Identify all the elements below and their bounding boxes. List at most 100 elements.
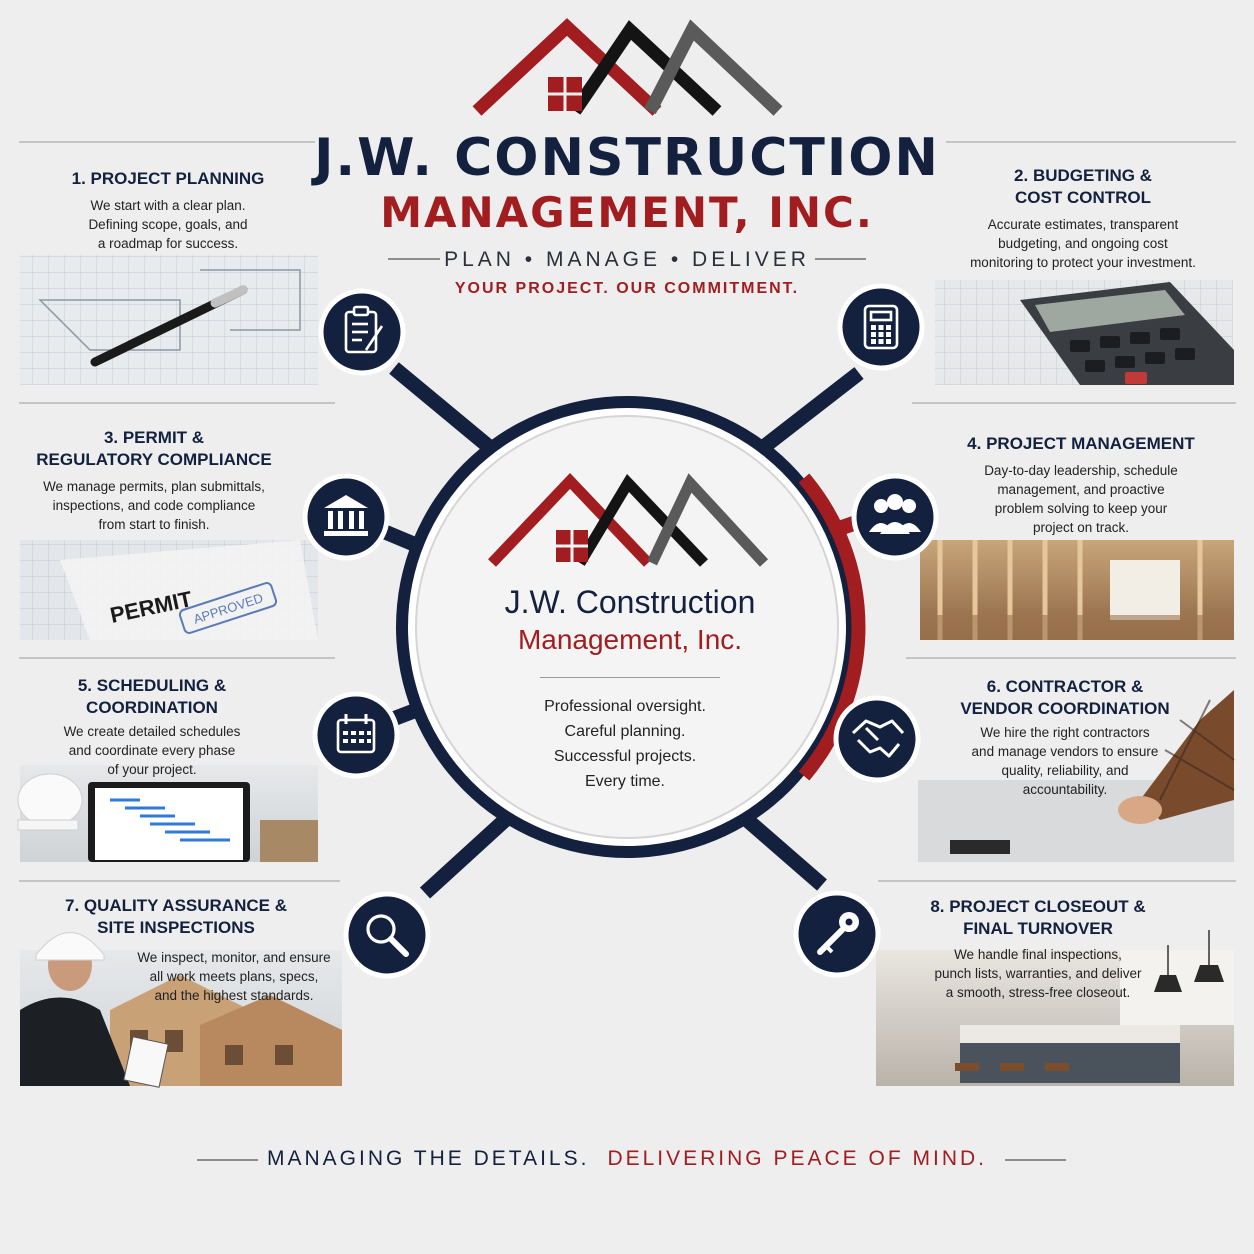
card-separators (19, 141, 1236, 882)
handshake-icon (851, 719, 905, 758)
step-description-line: all work meets plans, specs, (149, 969, 319, 984)
center-logo (488, 473, 769, 567)
step-description-line: We hire the right contractors (980, 725, 1150, 740)
footer-rules (197, 1159, 1066, 1161)
step-description-line: punch lists, warranties, and deliver (934, 966, 1142, 981)
step-description-line: and coordinate every phase (68, 743, 236, 758)
step-description-line: We manage permits, plan submittals, (43, 479, 265, 494)
step-description-line: management, and proactive (997, 482, 1165, 497)
step-card-project-management: 4. PROJECT MANAGEMENT Day-to-day leaders… (946, 433, 1216, 537)
center-description-line: Every time. (584, 773, 665, 790)
footer-slogan: MANAGING THE DETAILS. DELIVERING PEACE OF… (0, 1147, 1254, 1171)
step-description: Accurate estimates, transparent budgetin… (944, 215, 1222, 272)
step-description: Day-to-day leadership, schedule manageme… (946, 461, 1216, 537)
icon-badges (302, 283, 939, 979)
footer-slogan-part1: MANAGING THE DETAILS. (267, 1147, 590, 1170)
step-description-line: inspections, and code compliance (52, 498, 256, 513)
team-icon (869, 494, 921, 534)
step-description-line: accountability. (1022, 782, 1108, 797)
step-title-line: 3. PERMIT & (103, 428, 205, 447)
step-title-line: 1. PROJECT PLANNING (71, 169, 265, 188)
step-description-line: and the highest standards. (154, 988, 314, 1003)
image-framing (920, 540, 1234, 640)
brand-slogan: YOUR PROJECT. OUR COMMITMENT. (454, 280, 800, 297)
step-description: We start with a clear plan. Defining sco… (22, 196, 314, 253)
step-title-line: SITE INSPECTIONS (97, 918, 255, 937)
step-description-line: of your project. (107, 762, 197, 777)
step-title-line: REGULATORY COMPLIANCE (36, 450, 272, 469)
image-inspector (20, 932, 342, 1088)
center-description: Professional oversight. Careful planning… (470, 694, 780, 794)
step-description-line: project on track. (1032, 520, 1130, 535)
step-title-line: COST CONTROL (1015, 188, 1151, 207)
brand-tagline: PLAN • MANAGE • DELIVER (444, 248, 810, 271)
step-title-line: 6. CONTRACTOR & (986, 677, 1144, 696)
clipboard-icon (344, 305, 384, 354)
top-logo (472, 18, 783, 116)
step-description-line: We start with a clear plan. (90, 198, 246, 213)
step-description-line: monitoring to protect your investment. (970, 255, 1196, 270)
step-description-line: and manage vendors to ensure (971, 744, 1159, 759)
step-description-line: problem solving to keep your (994, 501, 1168, 516)
footer-slogan-part2: DELIVERING PEACE OF MIND. (607, 1147, 987, 1170)
image-handshake (918, 690, 1235, 862)
step-description: We manage permits, plan submittals, insp… (18, 477, 290, 534)
step-description-line: We create detailed schedules (63, 724, 241, 739)
step-description-line: a roadmap for success. (97, 236, 239, 251)
step-card-contractor-coordination: 6. CONTRACTOR & VENDOR COORDINATION We h… (930, 676, 1200, 799)
center-description-line: Professional oversight. (544, 698, 706, 715)
center-divider (540, 677, 720, 678)
step-description-line: quality, reliability, and (1001, 763, 1129, 778)
center-description-line: Careful planning. (564, 723, 686, 740)
step-card-permit: 3. PERMIT & REGULATORY COMPLIANCE We man… (18, 427, 290, 534)
step-description-line: a smooth, stress-free closeout. (945, 985, 1131, 1000)
step-description-line: We handle final inspections, (954, 947, 1122, 962)
step-card-project-planning: 1. PROJECT PLANNING We start with a clea… (22, 168, 314, 253)
step-title: 3. PERMIT & REGULATORY COMPLIANCE (18, 427, 290, 471)
step-description-line: from start to finish. (98, 517, 210, 532)
step-title: 4. PROJECT MANAGEMENT (946, 433, 1216, 455)
step-title: 5. SCHEDULING & COORDINATION (22, 675, 282, 719)
step-description-line: budgeting, and ongoing cost (998, 236, 1168, 251)
image-kitchen (876, 930, 1234, 1086)
step-title-line: 2. BUDGETING & (1014, 166, 1152, 185)
image-calculator (935, 280, 1234, 385)
step-description: We create detailed schedules and coordin… (22, 722, 282, 779)
brand-title-line2: MANAGEMENT, INC. (380, 188, 874, 237)
center-name-line1: J.W. Construction (504, 584, 756, 620)
step-title-line: VENDOR COORDINATION (960, 699, 1170, 718)
key-icon (817, 912, 859, 955)
brand-title-line1: J.W. CONSTRUCTION (314, 128, 940, 188)
step-title-line: 4. PROJECT MANAGEMENT (967, 434, 1195, 453)
center-name-line2: Management, Inc. (517, 624, 743, 655)
step-description-line: Accurate estimates, transparent (987, 217, 1179, 232)
step-card-budgeting: 2. BUDGETING & COST CONTROL Accurate est… (944, 165, 1222, 272)
step-title-line: 8. PROJECT CLOSEOUT & (930, 897, 1146, 916)
step-description-line: Day-to-day leadership, schedule (984, 463, 1178, 478)
step-title: 7. QUALITY ASSURANCE & SITE INSPECTIONS (60, 895, 292, 939)
center-hub (396, 396, 866, 858)
step-card-quality-assurance: 7. QUALITY ASSURANCE & SITE INSPECTIONS (60, 895, 292, 939)
step-description-line: We inspect, monitor, and ensure (137, 950, 331, 965)
calculator-icon (863, 304, 899, 350)
calendar-icon (336, 714, 376, 754)
center-description-line: Successful projects. (553, 748, 697, 765)
step-description: We inspect, monitor, and ensure all work… (124, 948, 344, 1005)
step-description: We handle final inspections, punch lists… (915, 945, 1161, 1002)
step-title: 6. CONTRACTOR & VENDOR COORDINATION (930, 676, 1200, 720)
step-card-project-closeout: 8. PROJECT CLOSEOUT & FINAL TURNOVER We … (915, 896, 1161, 1002)
step-title: 1. PROJECT PLANNING (22, 168, 314, 190)
government-building-icon (324, 495, 368, 536)
step-description: We hire the right contractors and manage… (930, 723, 1200, 799)
step-title-line: 7. QUALITY ASSURANCE & (65, 896, 287, 915)
step-title-line: 5. SCHEDULING & (77, 676, 227, 695)
image-laptop-schedule (17, 765, 318, 862)
step-title-line: COORDINATION (86, 698, 218, 717)
step-title-line: FINAL TURNOVER (963, 919, 1113, 938)
step-description-line: Defining scope, goals, and (88, 217, 248, 232)
step-card-scheduling: 5. SCHEDULING & COORDINATION We create d… (22, 675, 282, 779)
magnifier-icon (366, 914, 409, 957)
image-blueprint-pen (20, 255, 318, 385)
step-title: 2. BUDGETING & COST CONTROL (944, 165, 1222, 209)
